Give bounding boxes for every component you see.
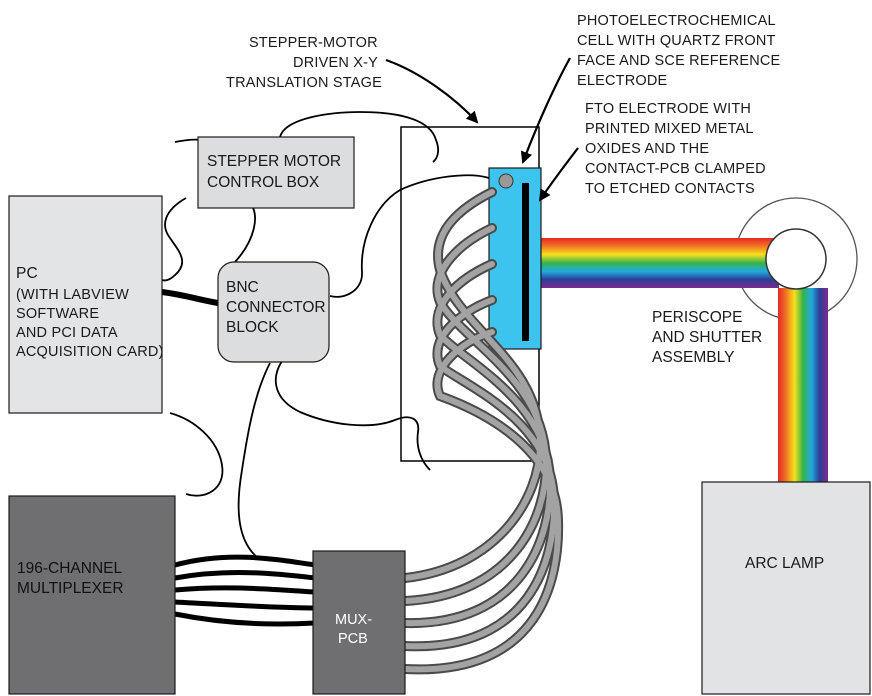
multiplexer-cable-bundle [172,554,318,627]
pc-label: PC (WITH LABVIEW SOFTWARE AND PCI DATA A… [16,265,164,360]
fto-arrow [538,147,579,202]
cell-label: PHOTOELECTROCHEMICAL CELL WITH QUARTZ FR… [577,13,785,89]
light-beam-vertical [778,288,828,482]
bnc-connector-block [217,261,330,363]
stage-arrow [385,58,479,124]
multiplexer-box [8,495,176,695]
pc-bnc-cable [159,289,221,306]
multiplexer-label: 196-CHANNEL MULTIPLEXER [17,560,126,597]
mux-pcb-box [312,550,406,695]
mux-pcb-label: MUX- PCB [335,612,376,647]
periscope-label: PERISCOPE AND SHUTTER ASSEMBLY [652,309,767,366]
grey-cable-bundle [400,187,564,675]
periscope-mirror [765,228,827,290]
bnc-label: BNC CONNECTOR BLOCK [226,279,330,336]
light-beam-horizontal [529,238,779,288]
stage-label: STEPPER-MOTOR DRIVEN X-Y TRANSLATION STA… [226,35,382,91]
stepper-motor-label: STEPPER MOTOR CONTROL BOX [207,153,345,191]
arc-lamp-box [701,481,871,695]
sce-reference-electrode [498,173,514,189]
pc-box [8,195,163,414]
cell-arrow [520,57,571,164]
fto-label: FTO ELECTRODE WITH PRINTED MIXED METAL O… [585,101,770,197]
photoelectrochemical-cell [488,167,542,350]
stepper-motor-control-box [197,136,355,209]
arc-lamp-label: ARC LAMP [745,555,824,572]
fto-electrode [522,183,529,341]
